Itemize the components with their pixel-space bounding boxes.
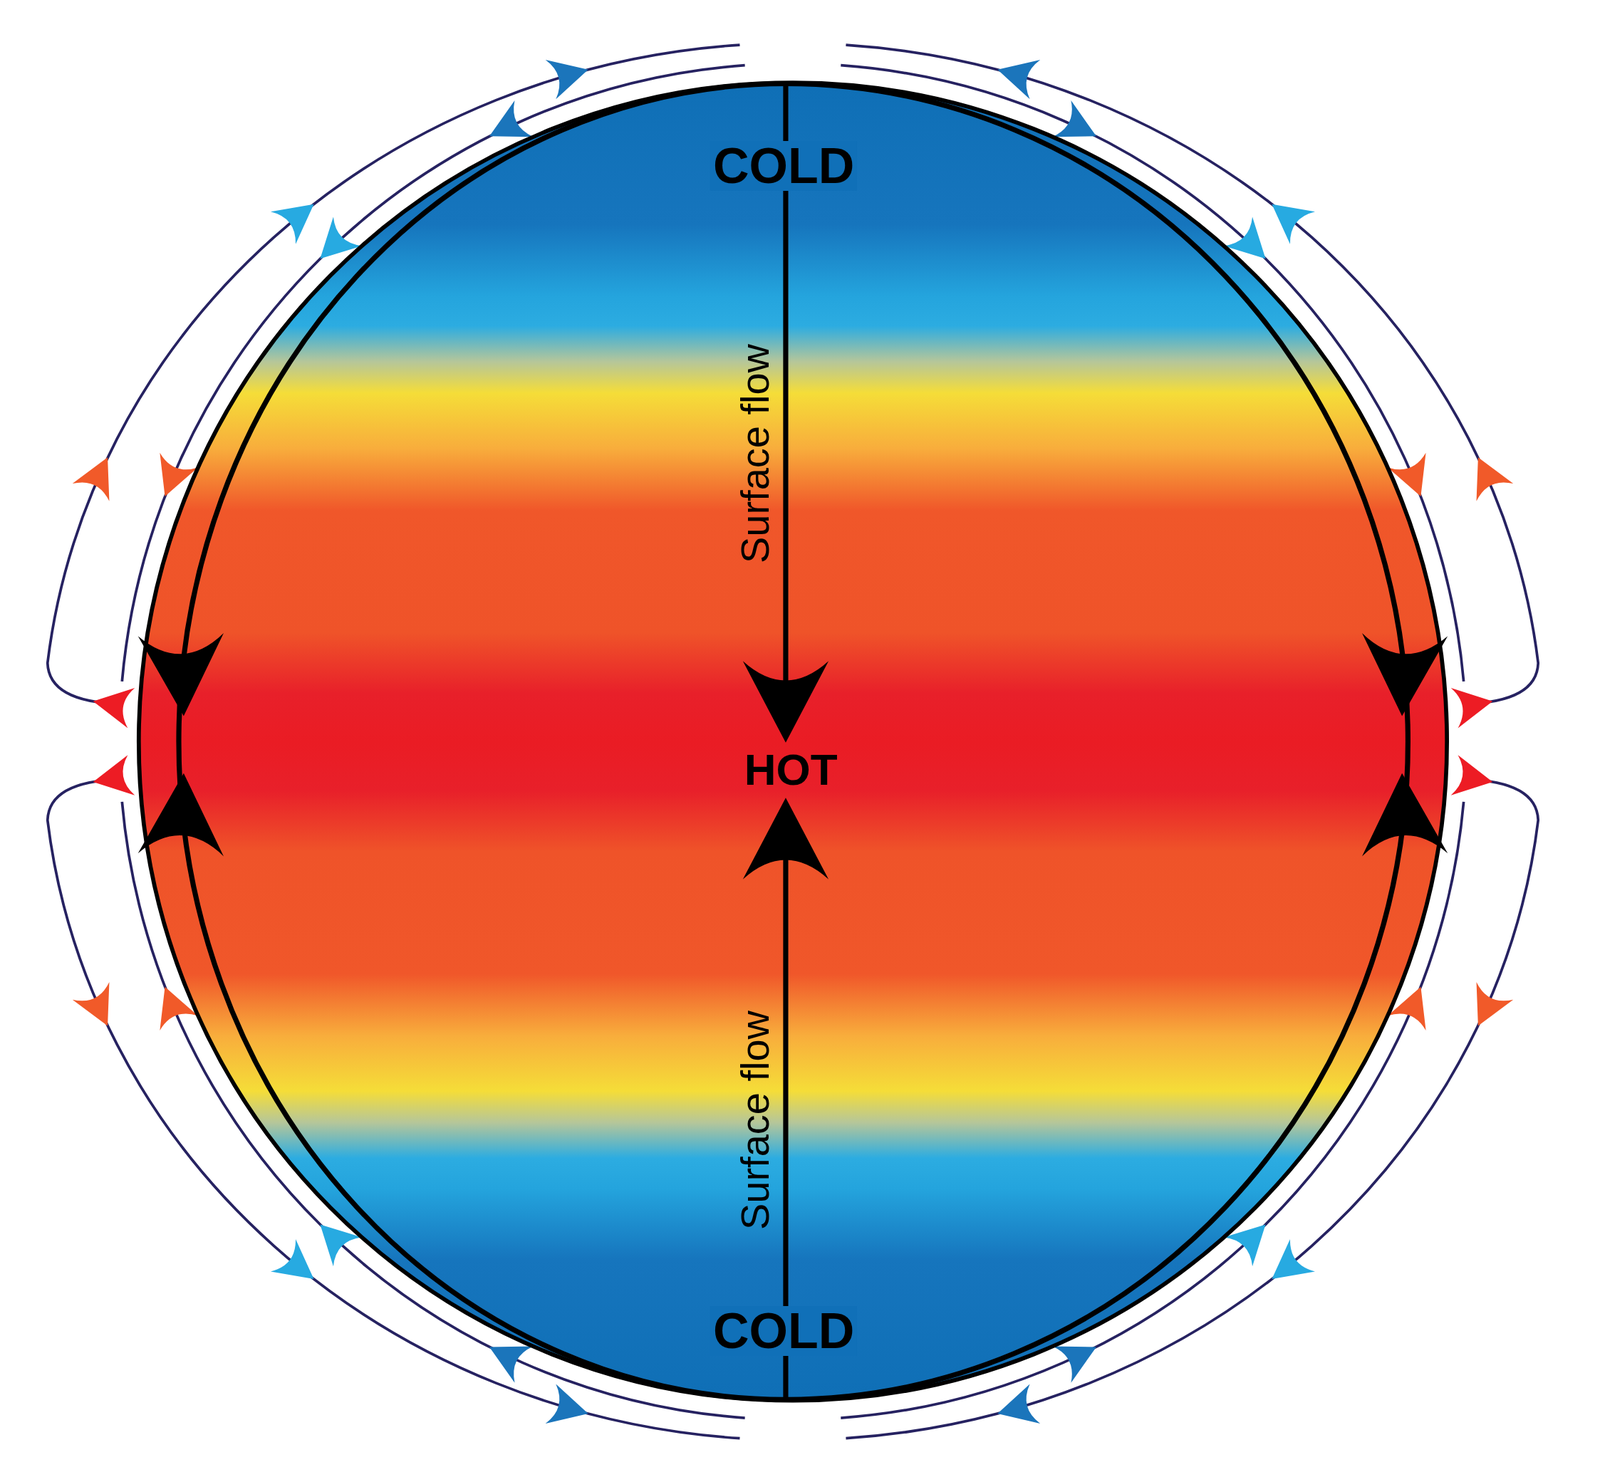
arrowhead [138,633,227,719]
flow-arrowhead [992,1384,1041,1434]
meridian-line [785,83,1408,1400]
arrowhead [743,661,829,744]
flow-arrowhead [72,982,127,1036]
meridian-line [178,83,786,1400]
arrowhead [1359,772,1448,857]
flow-label: Surface flow [735,1010,776,1231]
flow-arrowhead [1451,755,1496,803]
flow-arrowhead [1451,681,1496,729]
temperature-label: COLD [710,141,857,191]
temperature-label: COLD [710,1306,857,1357]
flow-arrowhead [1459,448,1514,502]
flow-arrowhead [1459,982,1514,1036]
temperature-label: HOT [744,747,838,793]
globe [138,82,1447,1402]
arrowhead [743,797,829,880]
flow-arrowhead [1259,1239,1316,1296]
flow-arrowhead [545,49,594,100]
flow-arrowhead [270,1239,327,1296]
flow-label: Surface flow [735,344,776,564]
flow-arrowhead [545,1384,594,1434]
arrowhead [138,772,227,857]
arrowhead [1359,633,1448,719]
flow-arrowhead [89,755,135,803]
flow-arrowhead [992,49,1041,100]
flow-arrowhead [89,681,135,729]
flow-arrowhead [72,448,127,502]
flow-arrowhead [1259,188,1316,245]
flow-arrowhead [270,188,327,245]
